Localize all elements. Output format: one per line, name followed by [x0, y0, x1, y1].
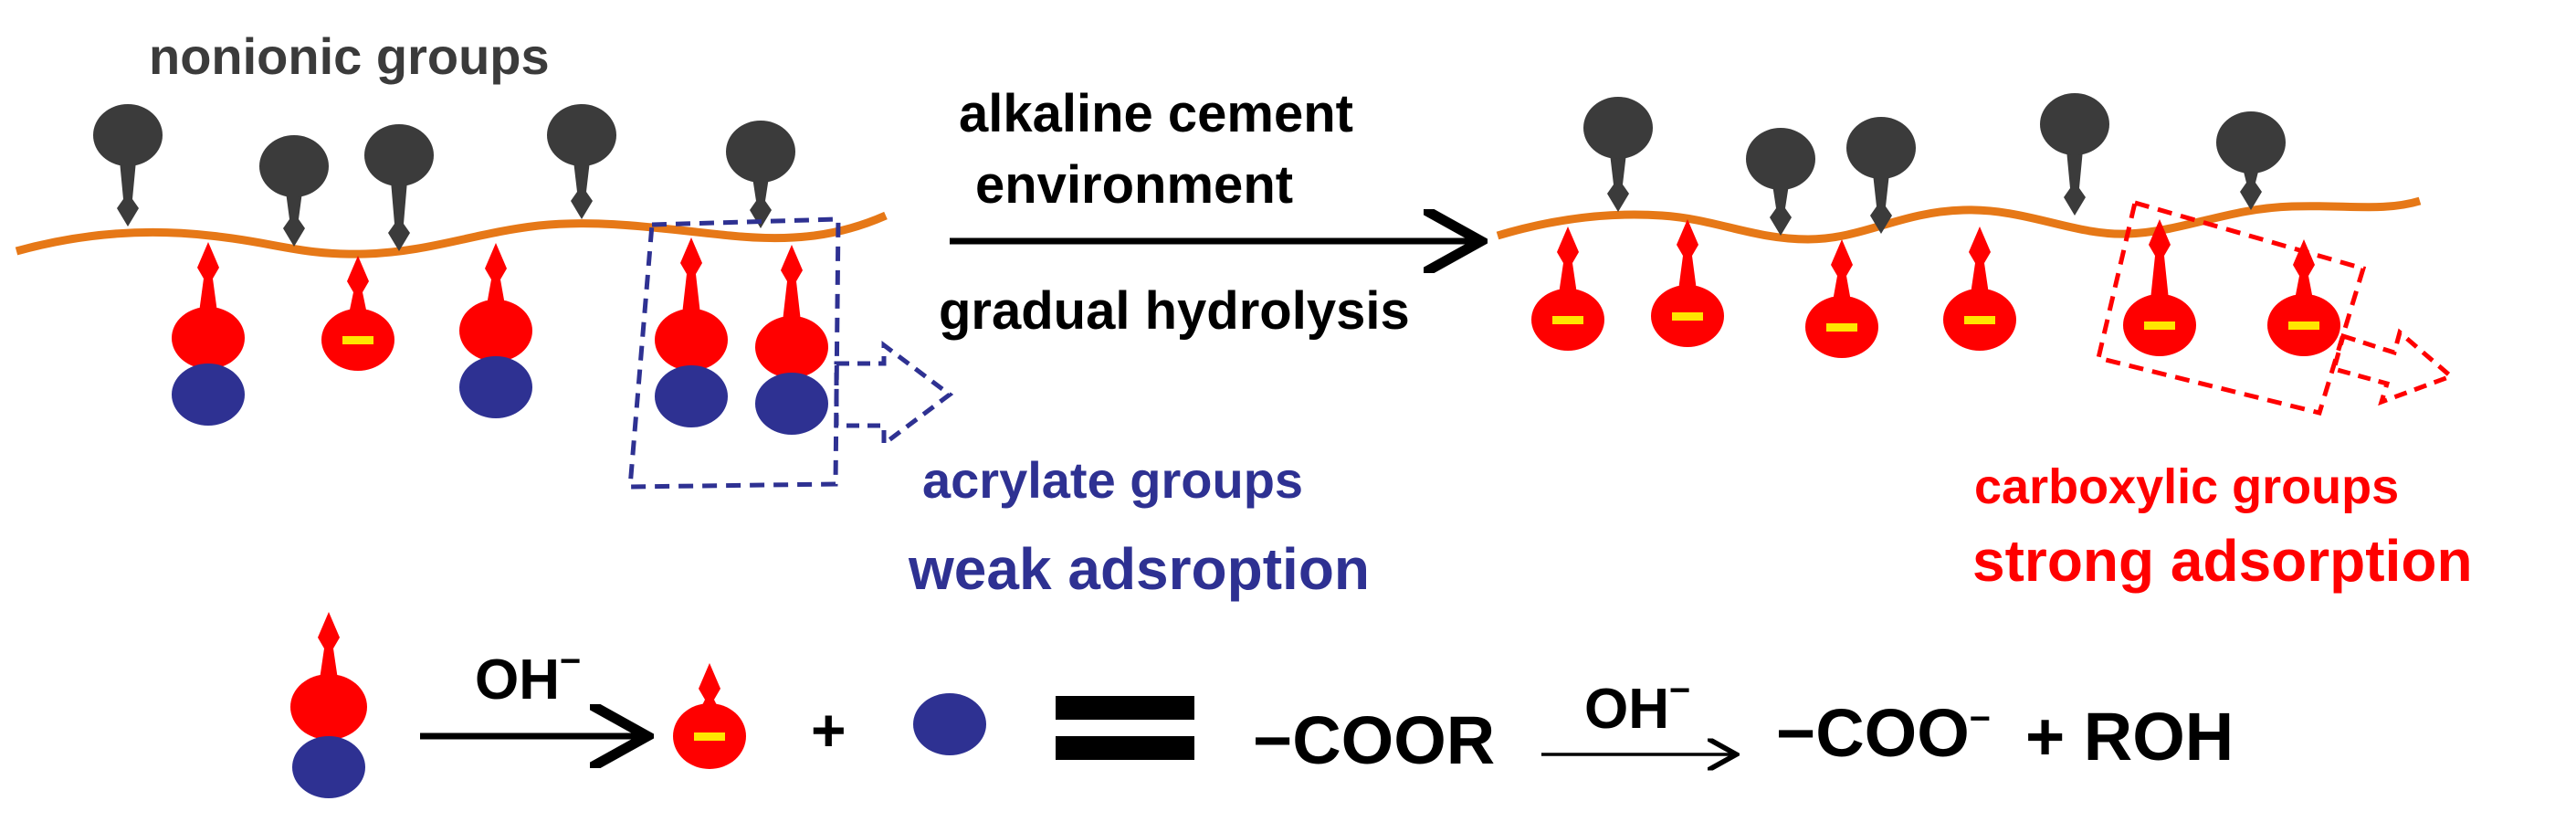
nonionic-chain-stem — [2064, 150, 2086, 216]
anionic-chain-stem — [781, 245, 803, 321]
nonionic-group-ball — [259, 135, 329, 197]
hydroxide-text: OH — [475, 648, 560, 711]
hydroxide-text: OH — [1584, 678, 1669, 741]
nonionic-chain-stem — [1770, 184, 1792, 236]
negative-charge-mark — [1826, 323, 1857, 332]
carboxylic-pointer-arrow — [2330, 328, 2455, 406]
process-label: gradual hydrolysis — [939, 281, 1410, 341]
nonionic-group-ball — [1746, 128, 1815, 190]
anionic-group-ball — [459, 300, 532, 362]
anionic-chain-stem — [1969, 227, 1991, 294]
ester-r-group-ball — [755, 373, 828, 435]
nonionic-chain-stem — [283, 192, 305, 247]
polymer-backbone-left — [15, 211, 888, 258]
ester-r-group-ball — [913, 693, 986, 755]
anionic-chain-stem — [680, 237, 702, 314]
equivalence-bar-top — [1056, 696, 1194, 720]
anionic-group-ball — [172, 307, 245, 369]
ester-formula: −COOR — [1253, 702, 1496, 778]
nonionic-chain-stem — [2240, 168, 2262, 210]
carboxylic-highlight-box — [2096, 199, 2367, 416]
nonionic-chain-stem — [571, 161, 593, 219]
anionic-chain-stem — [2293, 239, 2315, 300]
hydroxide-charge: − — [560, 641, 582, 681]
anionic-chain-stem — [699, 663, 720, 709]
negative-charge-mark — [1552, 316, 1583, 324]
carboxylate-charge: − — [1969, 699, 1992, 739]
nonionic-group-ball — [1583, 97, 1653, 159]
nonionic-chain-stem — [1870, 174, 1892, 234]
negative-charge-mark — [694, 732, 725, 741]
polymer-backbone-right — [1496, 196, 2422, 244]
nonionic-group-ball — [93, 104, 163, 166]
acrylate-highlight-box — [627, 216, 841, 490]
negative-charge-mark — [2144, 321, 2175, 330]
ester-r-group-ball — [172, 364, 245, 426]
negative-charge-mark — [1964, 316, 1995, 324]
anionic-chain-stem — [197, 242, 219, 312]
condition-line2: environment — [975, 155, 1294, 215]
equivalence-bar-bottom — [1056, 736, 1194, 760]
anionic-group-ball — [290, 674, 367, 740]
anionic-group-ball — [755, 316, 828, 378]
nonionic-group-ball — [1846, 117, 1916, 179]
carboxylate-formula: −COO− — [1776, 700, 1991, 767]
anionic-chain-stem — [1831, 239, 1853, 301]
negative-charge-mark — [2288, 321, 2319, 330]
negative-charge-mark — [342, 336, 373, 344]
nonionic-group-ball — [364, 124, 434, 186]
hydroxide-label-1: OH− — [475, 643, 581, 709]
carboxylic-groups-label: carboxylic groups — [1974, 459, 2400, 514]
anionic-group-ball — [655, 309, 728, 371]
anionic-chain-stem — [1557, 227, 1579, 294]
nonionic-chain-stem — [388, 181, 410, 251]
negative-charge-mark — [1672, 312, 1703, 321]
anionic-chain-stem — [318, 612, 340, 680]
acrylate-pointer-arrow — [834, 341, 954, 448]
weak-adsorption-label: weak adsroption — [909, 536, 1370, 602]
nonionic-group-ball — [2216, 111, 2286, 174]
nonionic-group-ball — [726, 121, 795, 183]
anionic-chain-stem — [485, 243, 507, 305]
acrylate-groups-label: acrylate groups — [922, 451, 1304, 509]
plus-sign: + — [811, 696, 846, 764]
nonionic-chain-stem — [117, 161, 139, 227]
condition-line1: alkaline cement — [959, 84, 1353, 143]
nonionic-group-ball — [547, 104, 616, 166]
alcohol-product: + ROH — [2025, 699, 2234, 775]
hydroxide-charge: − — [1669, 670, 1691, 711]
nonionic-group-ball — [2040, 93, 2109, 155]
nonionic-chain-stem — [1607, 153, 1629, 212]
ester-r-group-ball — [459, 356, 532, 418]
anionic-chain-stem — [347, 256, 369, 314]
nonionic-chain-stem — [750, 177, 772, 228]
anionic-chain-stem — [2149, 219, 2171, 300]
ester-r-group-ball — [292, 736, 365, 798]
strong-adsorption-label: strong adsorption — [1972, 528, 2473, 594]
nonionic-groups-label: nonionic groups — [149, 27, 550, 85]
hydroxide-label-2: OH− — [1584, 672, 1690, 741]
carboxylate-text: −COO — [1776, 695, 1970, 771]
anionic-chain-stem — [1677, 219, 1698, 290]
ester-r-group-ball — [655, 365, 728, 427]
